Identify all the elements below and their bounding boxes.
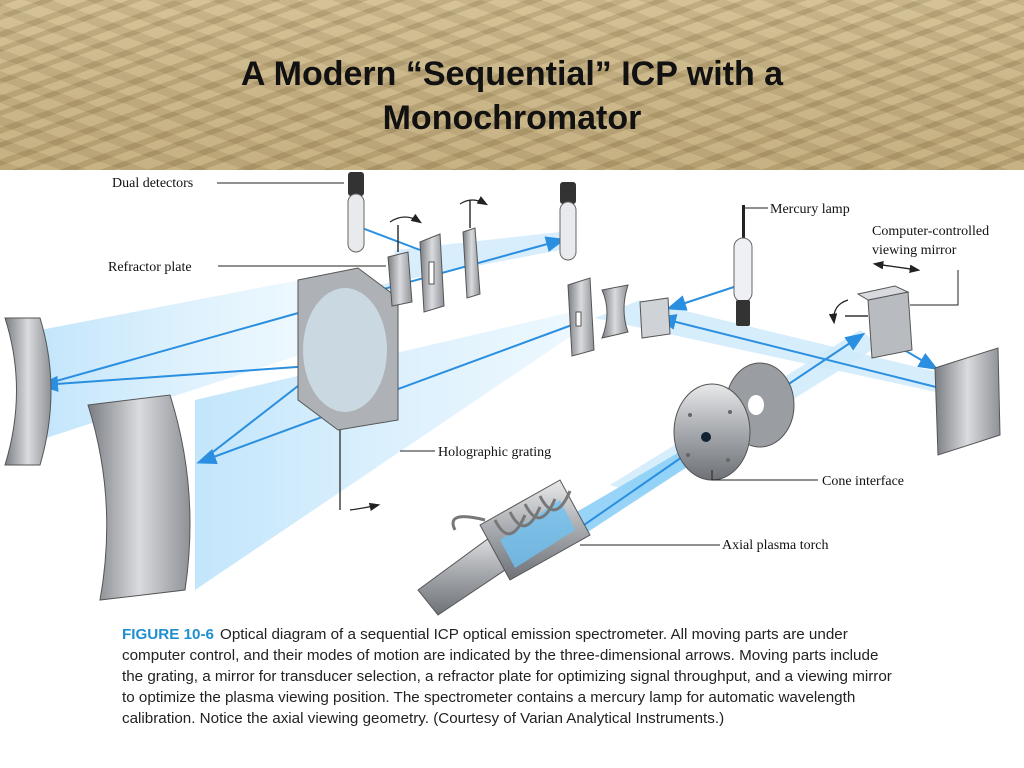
figure-label: FIGURE 10-6 xyxy=(122,626,214,643)
icp-optical-diagram: Dual detectors Refractor plate Mercury l… xyxy=(4,172,1001,616)
label-dual-detectors: Dual detectors xyxy=(112,176,193,191)
transducer-selection-mirror xyxy=(459,196,489,299)
label-holographic-grating: Holographic grating xyxy=(438,445,551,460)
leader-lines xyxy=(217,182,959,546)
dual-detectors xyxy=(347,172,577,261)
computer-controlled-viewing-mirror xyxy=(828,261,921,359)
label-refractor-plate: Refractor plate xyxy=(108,260,192,275)
entrance-slit xyxy=(567,277,595,357)
beam-combiner xyxy=(639,297,671,339)
mercury-lamp xyxy=(733,205,753,326)
slide-title: A Modern “Sequential” ICP with a Monochr… xyxy=(0,52,1024,140)
label-viewing-mirror-line2: viewing mirror xyxy=(872,243,957,258)
left-concave-mirror xyxy=(4,317,52,466)
label-cone-interface: Cone interface xyxy=(822,474,904,489)
lens xyxy=(601,284,629,339)
caption-text: Optical diagram of a sequential ICP opti… xyxy=(122,626,892,727)
cone-interface xyxy=(673,362,795,481)
slide-title-line1: A Modern “Sequential” ICP with a xyxy=(240,55,784,93)
label-viewing-mirror-line1: Computer-controlled xyxy=(872,224,989,239)
exit-slit xyxy=(419,233,445,313)
label-axial-plasma-torch: Axial plasma torch xyxy=(722,538,829,553)
right-flat-mirror xyxy=(934,347,1001,456)
light-beams xyxy=(40,232,950,590)
axial-plasma-torch xyxy=(417,479,591,616)
collimating-mirror xyxy=(87,394,191,601)
sand-header-banner xyxy=(0,0,1024,170)
refractor-plate xyxy=(387,213,422,307)
slide-title-line2: Monochromator xyxy=(382,99,642,137)
holographic-grating xyxy=(297,267,399,511)
label-mercury-lamp: Mercury lamp xyxy=(770,202,850,217)
